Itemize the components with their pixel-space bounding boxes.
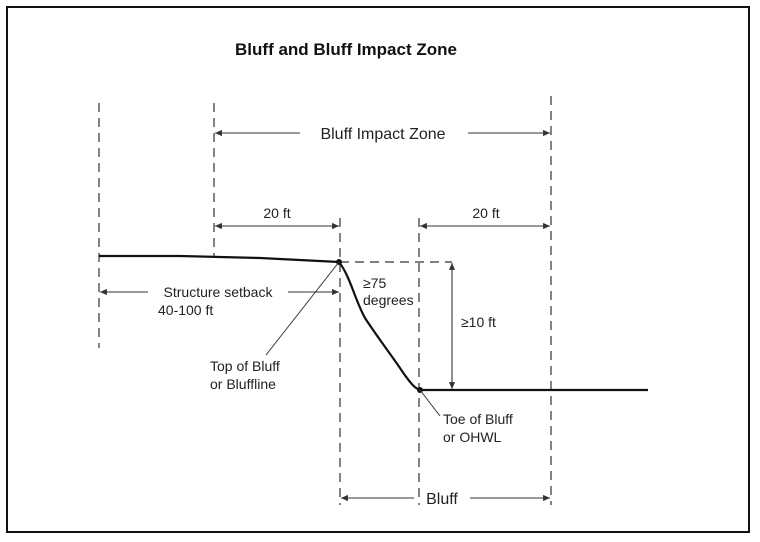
bluff-label: Bluff [426, 491, 458, 508]
dimension-20ft-right-label: 20 ft [472, 205, 499, 221]
toe-of-bluff-label: Toe of Bluff [443, 411, 513, 427]
bluff-impact-zone-label: Bluff Impact Zone [320, 126, 445, 143]
angle-unit-label: degrees [363, 292, 414, 308]
bluffline-label: or Bluffline [210, 376, 276, 392]
toe-of-bluff-leader [419, 389, 441, 417]
ground-profile-line [99, 254, 648, 392]
structure-setback-range-label: 40-100 ft [158, 302, 213, 318]
diagram-frame [6, 6, 750, 533]
top-of-bluff-label: Top of Bluff [210, 358, 280, 374]
diagram-title: Bluff and Bluff Impact Zone [235, 40, 457, 59]
top-of-bluff-leader [265, 261, 340, 356]
structure-setback-label: Structure setback [164, 284, 274, 300]
ohwl-label: or OHWL [443, 429, 502, 445]
dimension-20ft-left-label: 20 ft [263, 205, 290, 221]
height-label: ≥10 ft [461, 314, 496, 330]
angle-value-label: ≥75 [363, 275, 386, 291]
